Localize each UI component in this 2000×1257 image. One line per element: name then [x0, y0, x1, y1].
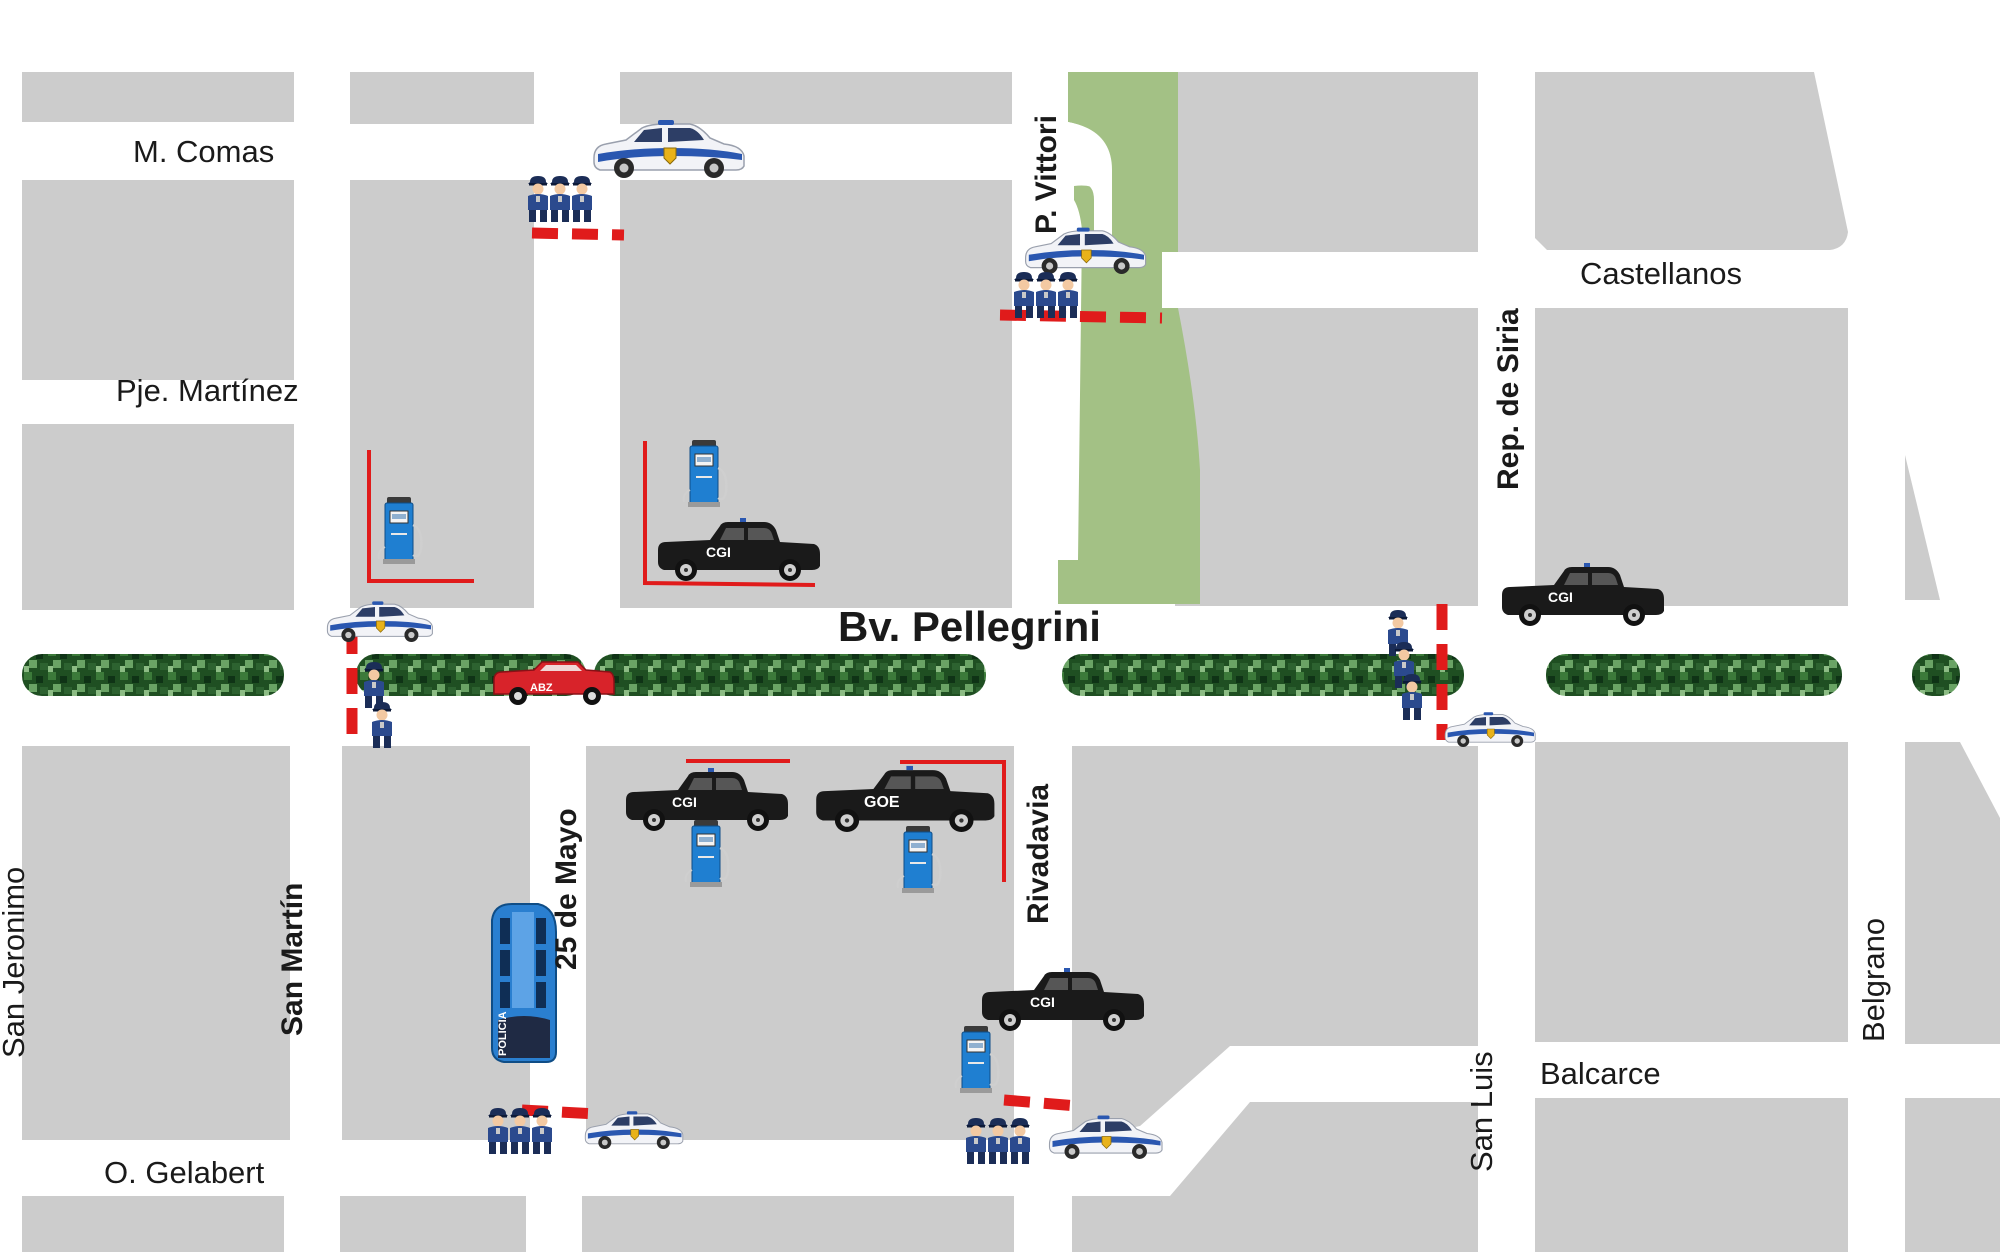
barrier-25-de-mayo-south: [521, 1104, 599, 1120]
block-e6: [1905, 1098, 2000, 1252]
pump-zone-line-4: [900, 760, 1006, 882]
city-blocks: [22, 72, 2000, 1252]
street-label-balcarce: Balcarce: [1540, 1056, 1661, 1091]
barriers: [346, 227, 1448, 1120]
street-label-rep-de-siria: Rep. de Siria: [1492, 308, 1525, 490]
truck-label: GOE: [864, 794, 900, 811]
abz-truck: ABZ: [493, 661, 615, 705]
block-e5: [1535, 1098, 1848, 1252]
block-d1: [22, 746, 290, 1140]
truck-cgi-2: CGI: [1502, 563, 1664, 626]
police-car-icon: [593, 119, 745, 179]
block-c2: [1175, 308, 1478, 606]
truck-label: CGI: [706, 544, 731, 560]
street-label-castellanos: Castellanos: [1580, 256, 1742, 291]
officers-group-icon: [528, 176, 592, 222]
truck-label: CGI: [1030, 994, 1055, 1010]
street-label-p-vittori: P. Vittori: [1030, 115, 1063, 234]
pump-zone-line-1: [367, 450, 474, 583]
street-label-pje-martinez: Pje. Martínez: [116, 373, 299, 408]
block-c5: [1905, 455, 1940, 600]
block-e2: [340, 1196, 526, 1252]
street-label-rivadavia: Rivadavia: [1022, 783, 1055, 924]
street-label-san-luis: San Luis: [1464, 1051, 1499, 1172]
pump-zone-line-2: [643, 441, 816, 587]
street-label-m-comas: M. Comas: [133, 134, 275, 169]
block-a3: [620, 72, 1012, 124]
block-d5: [1535, 742, 1848, 1042]
block-a1: [22, 72, 294, 122]
block-c3: [1535, 72, 1848, 250]
street-label-san-jeronimo: San Jeronimo: [0, 866, 31, 1058]
median-5: [1546, 654, 1842, 696]
street-label-belgrano: Belgrano: [1856, 917, 1891, 1042]
officer-icon: [1402, 674, 1422, 720]
block-a2: [350, 72, 534, 124]
bus-label: POLICIA: [497, 1011, 509, 1056]
police-car-icon: [1048, 1114, 1163, 1160]
barrier-m-comas: [531, 227, 625, 241]
truck-cgi-4: CGI: [982, 968, 1144, 1031]
median-1: [22, 654, 284, 696]
block-e4: [1072, 1102, 1478, 1252]
police-bus: POLICIA: [491, 903, 557, 1063]
officer-icon: [364, 662, 384, 708]
barrier-rivadavia-south: [1003, 1094, 1079, 1112]
trucks: CGI CGI CGI GOE CGI: [626, 518, 1664, 1031]
block-b4: [620, 180, 1012, 608]
block-b1: [22, 180, 294, 380]
street-label-25-de-mayo: 25 de Mayo: [550, 808, 583, 970]
street-label-san-martin: San Martín: [276, 882, 309, 1036]
officer-icon: [372, 702, 392, 748]
park-strip: [1058, 72, 1200, 604]
median-4: [1062, 654, 1464, 696]
truck-label: CGI: [672, 794, 697, 810]
truck-label: CGI: [1548, 589, 1573, 605]
block-c4: [1535, 308, 1848, 606]
officers-group-icon: [966, 1118, 1030, 1164]
abz-label: ABZ: [530, 682, 553, 694]
barrier-p-vittori: [999, 309, 1163, 324]
block-d6: [1905, 742, 2000, 1044]
officers-group-icon: [488, 1108, 552, 1154]
block-c1: [1175, 72, 1478, 252]
truck-cgi-1: CGI: [658, 518, 820, 581]
median-3: [594, 654, 986, 696]
truck-cgi-3: CGI: [626, 768, 788, 831]
police-car-icon: [1444, 711, 1536, 748]
block-e1: [22, 1196, 284, 1252]
block-e3: [582, 1196, 1014, 1252]
boulevard-medians: [22, 654, 1960, 696]
block-b2: [22, 424, 294, 610]
truck-goe: GOE: [816, 765, 995, 833]
street-label-o-gelabert: O. Gelabert: [104, 1155, 265, 1190]
block-b3: [350, 180, 534, 608]
page-title: Bv. Pellegrini: [838, 603, 1101, 650]
block-d4: [1072, 746, 1478, 1140]
median-6: [1912, 654, 1960, 696]
park-path: [1068, 122, 1112, 248]
